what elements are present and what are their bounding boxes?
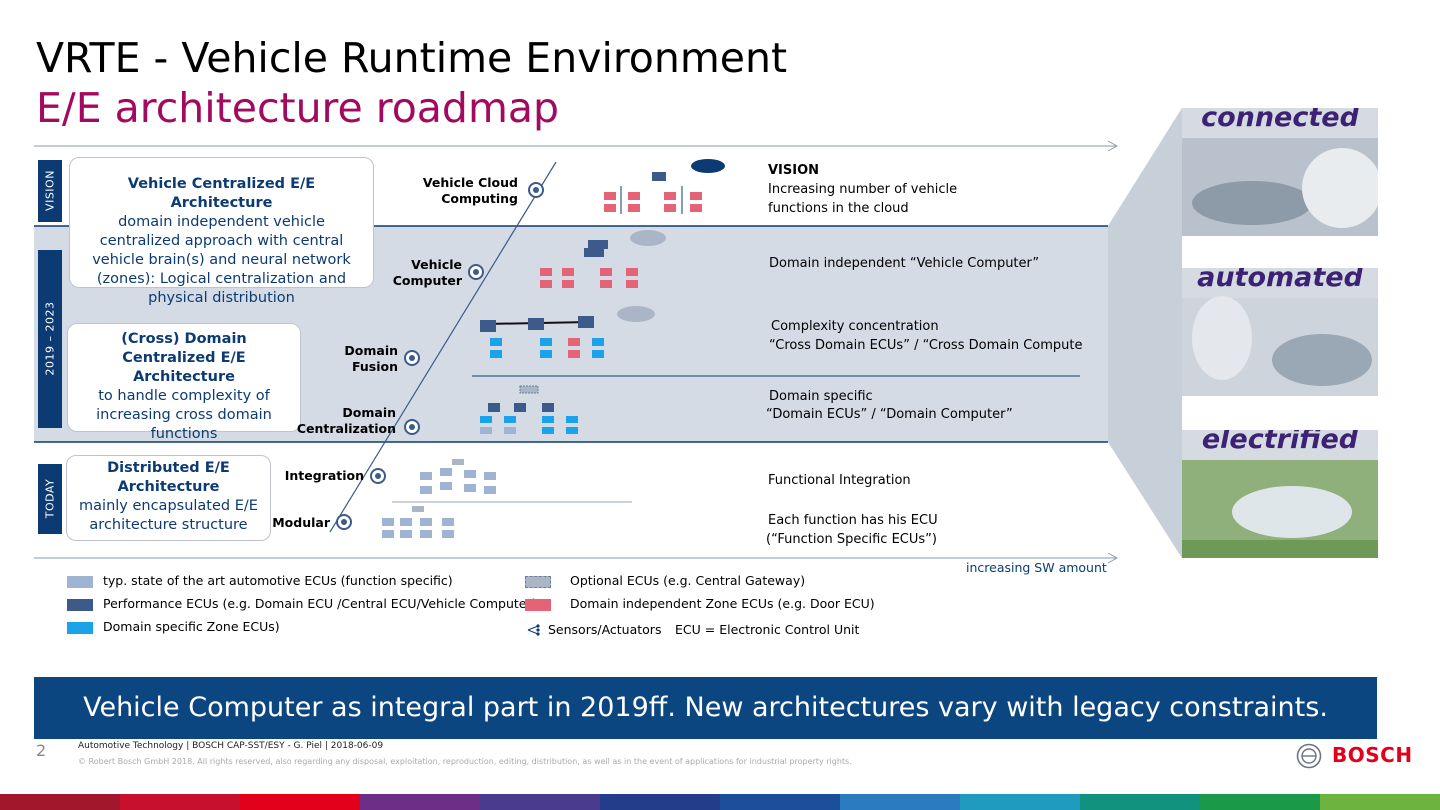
ecu-cluster-domain-centralization <box>480 385 578 434</box>
ecu-cluster-vehicle-computer <box>540 230 666 288</box>
desc-domain-centralization-1: Domain specific <box>769 389 873 404</box>
legend-state-of-art: typ. state of the art automotive ECUs (f… <box>103 573 453 588</box>
picture-connected: connected <box>1182 108 1378 236</box>
picture-automated: automated <box>1182 268 1378 396</box>
sensor-actuator-icon <box>527 624 540 636</box>
legend-optional: Optional ECUs (e.g. Central Gateway) <box>570 573 806 588</box>
car-illustration <box>1182 296 1378 396</box>
desc-domain-centralization-2: “Domain ECUs” / “Domain Computer” <box>766 407 1013 422</box>
brand-color-stripe <box>0 794 1440 810</box>
desc-domain-fusion-1: Complexity concentration <box>771 319 939 334</box>
stage-integration: Integration <box>284 468 364 483</box>
page-title: VRTE - Vehicle Runtime Environment <box>36 34 788 82</box>
desc-vision-text: Increasing number of vehicle functions i… <box>768 182 958 216</box>
footer-copyright: © Robert Bosch GmbH 2018. All rights res… <box>78 757 852 766</box>
vision-era-bar <box>38 160 62 222</box>
stage-domain-centralization: Domain Centralization <box>296 405 396 436</box>
picture-label: automated <box>1197 268 1363 293</box>
stage-vehicle-computer: Vehicle Computer <box>392 257 462 288</box>
legend-swatch-domain-zone <box>67 622 93 634</box>
desc-modular-2: (“Function Specific ECUs”) <box>766 532 937 547</box>
arch-box-distributed: Distributed E/E Architecture mainly enca… <box>66 455 271 541</box>
legend-independent-zone: Domain independent Zone ECUs (e.g. Door … <box>570 596 875 611</box>
era-vision: VISION <box>43 170 57 211</box>
ecu-cluster-modular <box>382 506 454 538</box>
bosch-logo-icon <box>1296 743 1322 769</box>
era-today: TODAY <box>43 478 57 519</box>
conclusion-banner: Vehicle Computer as integral part in 201… <box>34 677 1377 739</box>
desc-integration: Functional Integration <box>768 473 911 488</box>
stage-domain-fusion: Domain Fusion <box>344 343 398 374</box>
arch-box-title: (Cross) Domain Centralized E/E Architect… <box>121 331 247 385</box>
page-number: 2 <box>36 741 47 760</box>
picture-electrified: electrified <box>1182 430 1378 558</box>
desc-vision-title: VISION <box>768 163 820 178</box>
page-subtitle: E/E architecture roadmap <box>36 84 560 132</box>
arch-box-body: to handle complexity of increasing cross… <box>96 388 272 442</box>
legend-performance: Performance ECUs (e.g. Domain ECU /Centr… <box>103 596 537 611</box>
arch-box-title: Vehicle Centralized E/E Architecture <box>127 176 316 211</box>
mid-band <box>34 108 1182 558</box>
mid-era-bar <box>38 250 62 428</box>
roadmap-line <box>329 161 557 533</box>
era-mid: 2019 – 2023 <box>43 301 57 376</box>
stage-vehicle-cloud-computing: Vehicle Cloud Computing <box>422 175 518 206</box>
ecu-cluster-integration <box>420 459 496 494</box>
footer-info: Automotive Technology | BOSCH CAP-SST/ES… <box>78 741 384 751</box>
legend-ecu-definition: ECU = Electronic Control Unit <box>675 622 860 637</box>
axis-label: increasing SW amount <box>966 560 1107 575</box>
picture-label: connected <box>1201 108 1359 133</box>
picture-label: electrified <box>1201 430 1359 455</box>
funnel-shape <box>1108 108 1182 558</box>
desc-modular-1: Each function has his ECU <box>768 513 938 528</box>
car-illustration <box>1182 460 1378 558</box>
today-era-bar <box>38 464 62 534</box>
ecu-cluster-domain-fusion <box>480 306 655 358</box>
stage-modular: Modular <box>272 515 330 530</box>
legend-sensors: Sensors/Actuators <box>548 622 662 637</box>
arch-box-body: mainly encapsulated E/E architecture str… <box>79 498 258 533</box>
desc-domain-fusion-2: “Cross Domain ECUs” / “Cross Domain Comp… <box>769 338 1083 353</box>
legend-swatch-performance <box>67 599 93 611</box>
arch-box-title: Distributed E/E Architecture <box>107 460 230 495</box>
legend-swatch-optional <box>525 576 551 588</box>
arch-box-body: domain independent vehicle centralized a… <box>92 214 351 306</box>
legend-domain-zone: Domain specific Zone ECUs) <box>103 619 280 634</box>
desc-vehicle-computer: Domain independent “Vehicle Computer” <box>769 256 1040 271</box>
arch-box-vehicle-centralized: Vehicle Centralized E/E Architecture dom… <box>69 157 374 306</box>
legend-swatch-state-of-art <box>67 576 93 588</box>
bosch-brand: BOSCH <box>1332 743 1413 767</box>
ecu-cluster-cloud <box>604 159 725 214</box>
legend-swatch-independent-zone <box>525 599 551 611</box>
car-illustration <box>1182 138 1378 236</box>
arch-box-domain-centralized: (Cross) Domain Centralized E/E Architect… <box>67 323 301 442</box>
